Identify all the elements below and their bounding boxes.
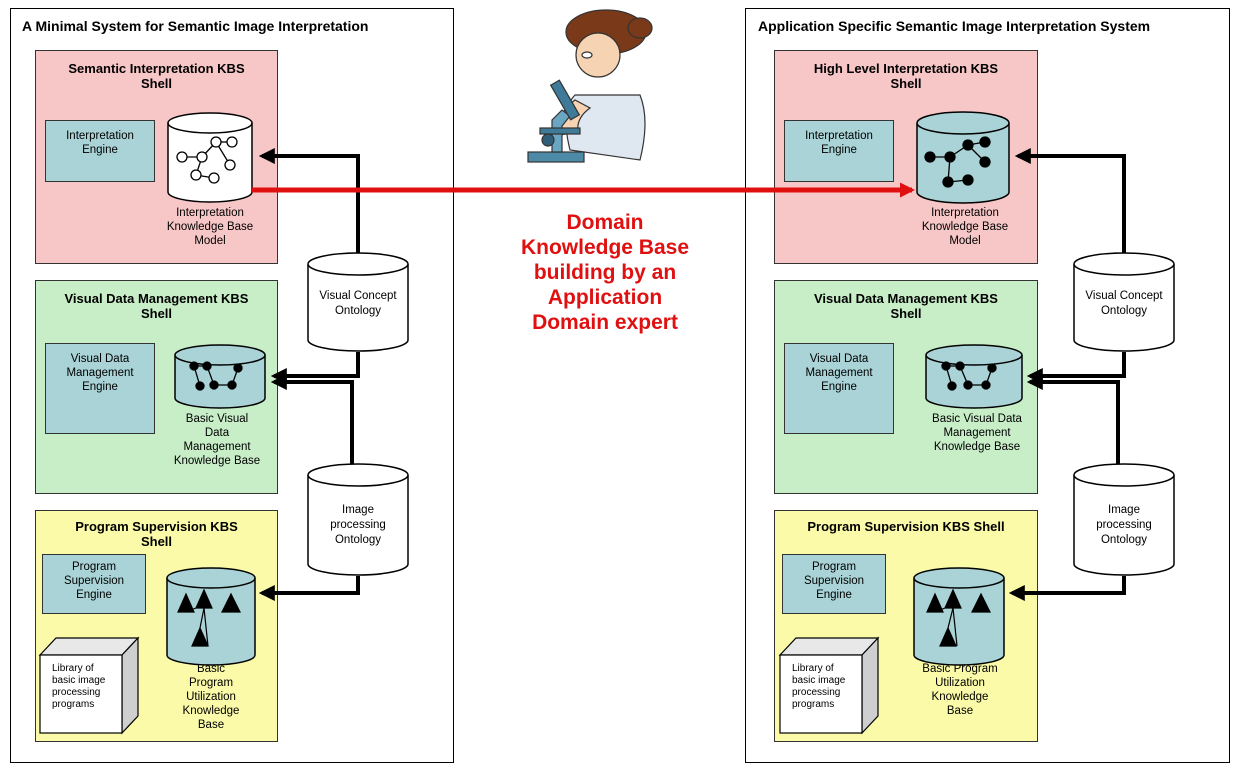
left-panel-title: A Minimal System for Semantic Image Inte… (22, 18, 369, 34)
left-interpretation-engine: Interpretation Engine (45, 120, 155, 182)
left-connector-arrows (258, 148, 360, 601)
right-program-triangle-icon (926, 588, 991, 647)
left-visual-data-graph-icon (189, 361, 243, 391)
right-image-processing-ontology-cylinder (1073, 463, 1175, 576)
left-visual-data-engine: Visual Data Management Engine (45, 343, 155, 434)
domain-knowledge-caption: Domain Knowledge Base building by an App… (520, 211, 690, 334)
right-program-supervision-shell-title: Program Supervision KBS Shell (807, 519, 1005, 534)
left-library-label-overlay: Library of basic image processing progra… (52, 663, 106, 710)
right-visual-data-kb-label: Basic Visual Data Management Knowledge B… (932, 413, 1022, 453)
scientist-with-microscope-icon (527, 9, 653, 163)
right-visual-concept-ontology-cylinder (1073, 252, 1175, 352)
right-program-kb-label: Basic Program Utilization Knowledge Base (922, 663, 998, 717)
right-interpretation-graph-icon (924, 136, 991, 188)
left-program-kb-cylinder (166, 567, 256, 666)
left-interpretation-kb-label: Interpretation Knowledge Base Model (166, 207, 254, 247)
left-image-processing-ontology-cylinder (307, 463, 409, 576)
left-image-processing-ontology-label: Image processing Ontology (330, 504, 386, 546)
right-visual-data-engine: Visual Data Management Engine (784, 343, 894, 434)
right-program-kb-cylinder (913, 567, 1005, 666)
right-program-supervision-engine: Program Supervision Engine (782, 554, 886, 614)
right-image-processing-ontology-label: Image processing Ontology (1096, 504, 1152, 546)
right-panel-title: Application Specific Semantic Image Inte… (758, 18, 1151, 34)
left-program-triangle-icon (177, 588, 241, 647)
left-library-box (38, 636, 140, 735)
left-program-supervision-engine: Program Supervision Engine (42, 554, 146, 614)
right-connector-arrows (1008, 148, 1126, 601)
right-interpretation-engine: Interpretation Engine (784, 120, 894, 182)
right-visual-concept-ontology-label: Visual Concept Ontology (1085, 290, 1163, 317)
left-visual-concept-ontology-label: Visual Concept Ontology (319, 290, 397, 317)
right-visual-data-kb-cylinder (925, 344, 1023, 409)
left-interpretation-kb-cylinder (167, 112, 253, 203)
right-visual-data-shell-title: Visual Data Management KBS Shell (814, 291, 998, 321)
left-program-kb-label: Basic Program Utilization Knowledge Base (182, 663, 240, 731)
left-interpretation-graph-icon (176, 136, 238, 184)
right-interpretation-shell-title: High Level Interpretation KBS Shell (813, 61, 999, 91)
left-visual-data-kb-cylinder (174, 344, 266, 409)
right-library-label-overlay: Library of basic image processing progra… (792, 663, 846, 710)
left-interpretation-shell-title: Semantic Interpretation KBS Shell (68, 61, 245, 91)
right-library-box (778, 636, 880, 735)
right-visual-data-graph-icon (941, 361, 997, 391)
left-visual-data-shell-title: Visual Data Management KBS Shell (64, 291, 249, 321)
left-visual-concept-ontology-cylinder (307, 252, 409, 352)
right-interpretation-kb-label: Interpretation Knowledge Base Model (921, 207, 1009, 247)
left-visual-data-kb-label: Basic Visual Data Management Knowledge B… (173, 413, 261, 467)
left-program-supervision-shell-title: Program Supervision KBS Shell (75, 519, 238, 549)
right-interpretation-kb-cylinder (916, 111, 1010, 204)
